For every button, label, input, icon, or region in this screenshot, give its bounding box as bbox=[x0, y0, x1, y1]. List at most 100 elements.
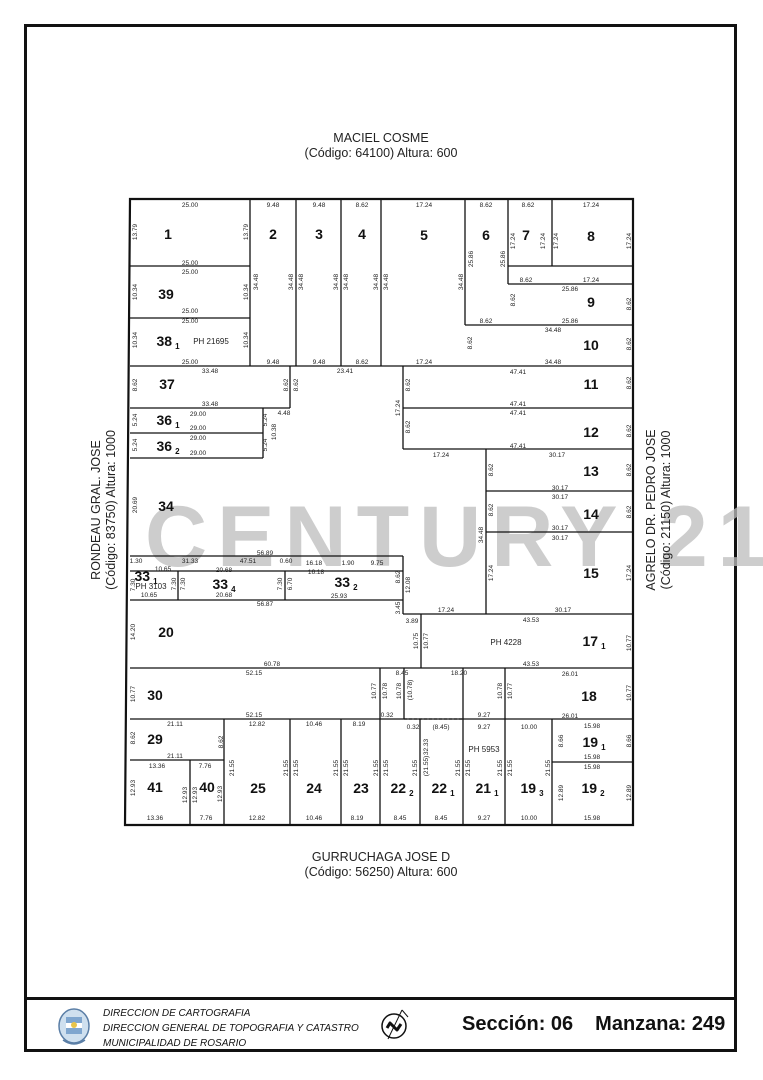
lot-number[interactable]: 20 bbox=[158, 624, 174, 640]
lot-number[interactable]: 7 bbox=[522, 227, 530, 243]
map-frame bbox=[24, 24, 737, 1052]
dimension-label: 25.00 bbox=[182, 359, 199, 366]
dimension-label: 5.24 bbox=[262, 438, 269, 451]
dimension-label: 8.62 bbox=[130, 731, 137, 744]
dimension-label: 6.70 bbox=[287, 577, 294, 590]
dimension-label: 14.20 bbox=[130, 623, 137, 640]
dimension-label: 8.62 bbox=[480, 202, 493, 209]
dimension-label: 17.24 bbox=[416, 359, 433, 366]
lot-number[interactable]: 29 bbox=[147, 731, 163, 747]
lot-number[interactable]: 4 bbox=[358, 226, 366, 242]
street-left-name: RONDEAU GRAL. JOSE bbox=[89, 440, 103, 580]
dimension-label: 43.53 bbox=[523, 661, 540, 668]
dimension-label: 9.27 bbox=[478, 724, 491, 731]
dimension-label: 10.77 bbox=[371, 682, 378, 699]
dimension-label: 0.32 bbox=[407, 724, 420, 731]
lot-number[interactable]: 30 bbox=[147, 687, 163, 703]
dimension-label: 20.69 bbox=[132, 496, 139, 513]
lot-number[interactable]: 5 bbox=[420, 227, 428, 243]
dimension-label: 18.20 bbox=[451, 670, 468, 677]
dimension-label: 21.55 bbox=[465, 759, 472, 776]
dimension-label: 8.62 bbox=[356, 359, 369, 366]
dimension-label: 10.77 bbox=[507, 682, 514, 699]
dimension-label: 8.62 bbox=[626, 337, 633, 350]
lot-number[interactable]: 34 bbox=[158, 498, 174, 514]
lot-number[interactable]: 14 bbox=[583, 506, 599, 522]
dimension-label: 56.89 bbox=[257, 550, 274, 557]
dimension-label: 9.75 bbox=[371, 560, 384, 567]
dimension-label: 47.41 bbox=[510, 401, 527, 408]
dimension-label: 10.34 bbox=[243, 331, 250, 348]
lot-number[interactable]: 18 bbox=[581, 688, 597, 704]
lot-number[interactable]: 12 bbox=[583, 424, 599, 440]
dimension-label: 8.62 bbox=[626, 463, 633, 476]
ph-label: PH 5953 bbox=[468, 745, 500, 754]
dimension-label: 25.93 bbox=[331, 593, 348, 600]
dimension-label: 9.27 bbox=[478, 712, 491, 719]
dimension-label: 8.62 bbox=[218, 735, 225, 748]
lot-number[interactable]: 15 bbox=[583, 565, 599, 581]
street-bottom: GURRUCHAGA JOSE D (Código: 56250) Altura… bbox=[281, 850, 481, 880]
dimension-label: 12.82 bbox=[249, 815, 266, 822]
dimension-label: 47.41 bbox=[510, 443, 527, 450]
dimension-label: 10.00 bbox=[521, 724, 538, 731]
lot-number[interactable]: 37 bbox=[159, 376, 175, 392]
lot-number[interactable]: 1 bbox=[164, 226, 172, 242]
dimension-label: 21.55 bbox=[497, 759, 504, 776]
dimension-label: 10.46 bbox=[306, 721, 323, 728]
lot-number[interactable]: 9 bbox=[587, 294, 595, 310]
dimension-label: 60.78 bbox=[264, 661, 281, 668]
dimension-label: 8.62 bbox=[132, 378, 139, 391]
dimension-label: 21.55 bbox=[373, 759, 380, 776]
dimension-label: 15.98 bbox=[584, 754, 601, 761]
lot-number[interactable]: 39 bbox=[158, 286, 174, 302]
dimension-label: 1.90 bbox=[342, 560, 355, 567]
dimension-label: 9.48 bbox=[313, 202, 326, 209]
dimension-label: 12.93 bbox=[130, 779, 137, 796]
dimension-label: 1.30 bbox=[130, 558, 143, 565]
street-left-detail: (Código: 83750) Altura: 1000 bbox=[104, 430, 118, 590]
lot-number[interactable]: 23 bbox=[353, 780, 369, 796]
dimension-label: 17.24 bbox=[626, 232, 633, 249]
dimension-label: 10.77 bbox=[130, 685, 137, 702]
lot-number[interactable]: 40 bbox=[199, 779, 215, 795]
lot-number[interactable]: 24 bbox=[306, 780, 322, 796]
lot-number[interactable]: 3 bbox=[315, 226, 323, 242]
dimension-label: 25.00 bbox=[182, 318, 199, 325]
lot-number[interactable]: 10 bbox=[583, 337, 599, 353]
lot-number[interactable]: 13 bbox=[583, 463, 599, 479]
dimension-label: 10.34 bbox=[243, 283, 250, 300]
dimension-label: 25.86 bbox=[468, 250, 475, 267]
street-bottom-name: GURRUCHAGA JOSE D bbox=[311, 850, 451, 864]
dimension-label: 13.79 bbox=[243, 223, 250, 240]
dimension-label: 5.24 bbox=[132, 413, 139, 426]
dimension-label: 34.48 bbox=[333, 273, 340, 290]
dimension-label: 9.48 bbox=[313, 359, 326, 366]
dimension-label: 12.82 bbox=[249, 721, 266, 728]
lot-number[interactable]: 41 bbox=[147, 779, 163, 795]
dimension-label: 7.76 bbox=[199, 763, 212, 770]
lot-number[interactable]: 8 bbox=[587, 228, 595, 244]
dimension-label: 15.98 bbox=[584, 764, 601, 771]
lot-number[interactable]: 6 bbox=[482, 227, 490, 243]
dimension-label: 16.18 bbox=[306, 560, 323, 567]
dimension-label: 17.24 bbox=[583, 202, 600, 209]
lot-number[interactable]: 2 bbox=[269, 226, 277, 242]
lot-number[interactable]: 25 bbox=[250, 780, 266, 796]
dimension-label: 52.15 bbox=[246, 670, 263, 677]
lot-number[interactable]: 11 bbox=[584, 376, 599, 392]
dimension-label: 8.62 bbox=[488, 503, 495, 516]
street-top-name: MACIEL COSME bbox=[333, 131, 429, 145]
